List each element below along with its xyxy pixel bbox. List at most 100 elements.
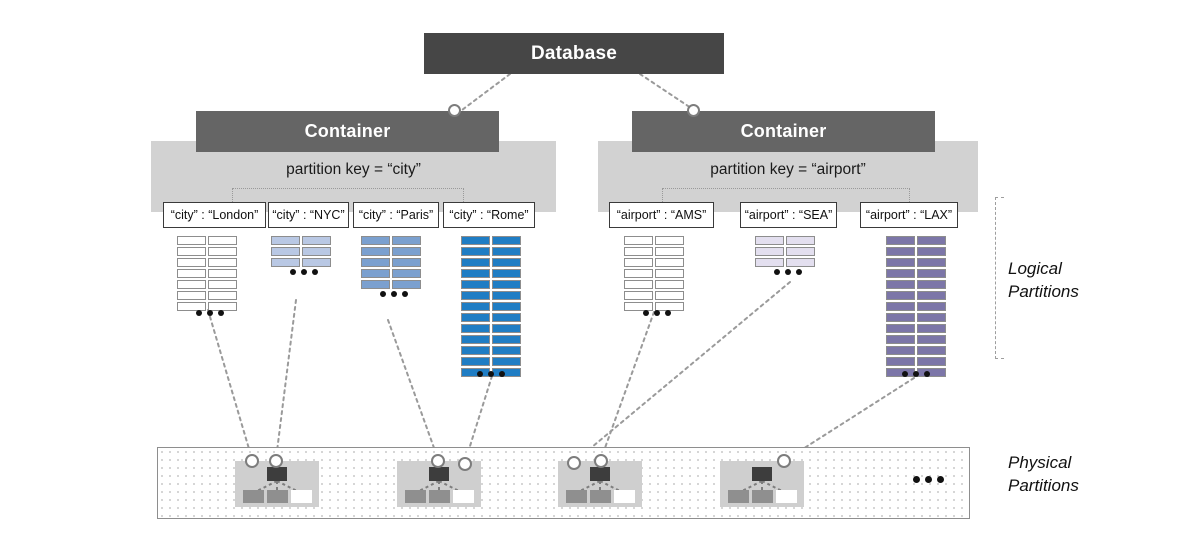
partition-row	[361, 236, 390, 245]
partition-row	[886, 291, 915, 300]
partition-row	[624, 280, 653, 289]
partition-row	[361, 280, 390, 289]
partition-row	[392, 258, 421, 267]
connector-circle-pp-3a	[567, 456, 581, 470]
partition-key-text: partition key = “airport”	[710, 161, 866, 178]
partition-row	[177, 269, 206, 278]
partition-row	[886, 346, 915, 355]
chip-label: “airport” : “AMS”	[616, 208, 707, 222]
partition-row	[917, 324, 946, 333]
partition-row	[302, 236, 331, 245]
logical-partition-chip-rome[interactable]: “city” : “Rome”	[443, 202, 535, 228]
ellipsis-paris	[380, 291, 408, 297]
row-stack-column	[786, 236, 815, 267]
partition-row	[624, 247, 653, 256]
row-stack-rome	[461, 236, 521, 377]
partition-row	[208, 247, 237, 256]
partition-row	[461, 357, 490, 366]
partition-row	[755, 247, 784, 256]
partition-row	[392, 269, 421, 278]
partition-row	[302, 247, 331, 256]
partition-row	[208, 269, 237, 278]
logical-label-line1: Logical	[1008, 259, 1062, 278]
physical-partition-card[interactable]	[235, 461, 319, 507]
ellipsis-nyc	[290, 269, 318, 275]
chip-label: “city” : “Paris”	[358, 208, 434, 222]
partition-key-label-city: partition key = “city”	[151, 161, 556, 179]
partition-row	[917, 258, 946, 267]
partition-row	[461, 280, 490, 289]
connector-circle-pp-2a	[431, 454, 445, 468]
partition-row	[492, 346, 521, 355]
partition-row	[177, 236, 206, 245]
logical-partition-chip-lax[interactable]: “airport” : “LAX”	[860, 202, 958, 228]
partition-row	[917, 313, 946, 322]
chip-label: “airport” : “LAX”	[865, 208, 953, 222]
partition-row	[177, 291, 206, 300]
logical-partition-chip-nyc[interactable]: “city” : “NYC”	[268, 202, 349, 228]
partition-key-label-airport: partition key = “airport”	[598, 161, 978, 179]
partition-row	[361, 247, 390, 256]
partition-row	[655, 258, 684, 267]
partition-row	[208, 236, 237, 245]
container-box-city[interactable]: Container	[196, 111, 499, 152]
partition-row	[886, 269, 915, 278]
chip-label: “city” : “London”	[170, 208, 259, 222]
row-stack-lax	[886, 236, 946, 377]
row-stack-nyc	[271, 236, 331, 267]
logical-label-line2: Partitions	[1008, 281, 1079, 301]
partition-row	[461, 291, 490, 300]
row-stack-column	[655, 236, 684, 311]
partition-row	[886, 335, 915, 344]
container-box-airport[interactable]: Container	[632, 111, 935, 152]
row-stack-column	[208, 236, 237, 311]
partition-row	[461, 335, 490, 344]
partition-row	[655, 236, 684, 245]
connector-circle-db-left	[448, 104, 461, 117]
partition-row	[624, 291, 653, 300]
physical-partitions-label: Physical Partitions	[1008, 452, 1148, 498]
partition-row	[655, 280, 684, 289]
ellipsis-ams	[643, 310, 671, 316]
physical-label-line2: Partitions	[1008, 475, 1079, 495]
container-label: Container	[740, 121, 827, 141]
partition-row	[886, 357, 915, 366]
logical-partition-chip-london[interactable]: “city” : “London”	[163, 202, 266, 228]
partition-row	[655, 291, 684, 300]
partition-row	[361, 269, 390, 278]
connector-circle-pp-1b	[269, 454, 283, 468]
partition-row	[208, 258, 237, 267]
partition-row	[461, 236, 490, 245]
partition-row	[208, 280, 237, 289]
partition-row	[624, 236, 653, 245]
partition-row	[492, 280, 521, 289]
partition-row	[177, 302, 206, 311]
logical-partition-chip-sea[interactable]: “airport” : “SEA”	[740, 202, 837, 228]
partition-row	[917, 291, 946, 300]
logical-partition-chip-ams[interactable]: “airport” : “AMS”	[609, 202, 714, 228]
connector-circle-pp-4	[777, 454, 791, 468]
row-stack-ams	[624, 236, 684, 311]
logical-partition-chip-paris[interactable]: “city” : “Paris”	[353, 202, 439, 228]
partition-row	[917, 247, 946, 256]
ellipsis-london	[196, 310, 224, 316]
logical-partitions-bracket	[995, 197, 1004, 359]
partition-row	[392, 236, 421, 245]
ellipsis-rome	[477, 371, 505, 377]
partition-row	[461, 302, 490, 311]
partition-row	[886, 280, 915, 289]
database-box[interactable]: Database	[424, 33, 724, 74]
partition-row	[392, 247, 421, 256]
partition-row	[492, 335, 521, 344]
physical-partition-card[interactable]	[720, 461, 804, 507]
row-stack-paris	[361, 236, 421, 289]
partition-row	[492, 236, 521, 245]
container-label: Container	[304, 121, 391, 141]
connector-circle-pp-1a	[245, 454, 259, 468]
partition-row	[786, 247, 815, 256]
row-stack-column	[392, 236, 421, 289]
connector-circle-db-right	[687, 104, 700, 117]
partition-row	[492, 302, 521, 311]
partition-row	[917, 335, 946, 344]
partition-row	[302, 258, 331, 267]
